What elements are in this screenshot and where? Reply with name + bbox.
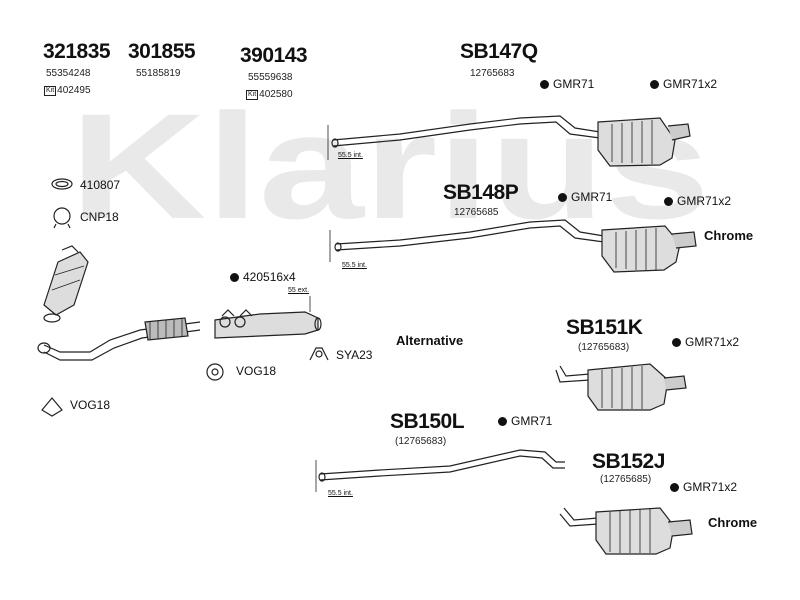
sb150l-pipe xyxy=(315,449,565,492)
oe-number-55559638: 55559638 xyxy=(248,72,293,83)
bolt-kit-420516x4: 420516x4 xyxy=(230,270,296,284)
kit-badge: Kit xyxy=(246,90,259,100)
fitting-gmr71x2: GMR71x2 xyxy=(650,77,717,91)
front-pipe xyxy=(37,317,201,361)
sb148p-silencer xyxy=(601,225,697,273)
vog18-center: VOG18 xyxy=(236,364,277,378)
part-number-sb150l: SB150L xyxy=(390,410,465,433)
bullet-icon xyxy=(664,197,673,206)
fitting-gmr71x2: GMR71x2 xyxy=(664,194,731,208)
fitting-gmr71x2: GMR71x2 xyxy=(670,480,737,494)
part-number-sb151k: SB151K xyxy=(566,316,643,339)
bullet-icon xyxy=(650,80,659,89)
alternative-label: Alternative xyxy=(396,333,464,348)
vog18-center-drawing xyxy=(206,363,224,381)
fitting-gmr71: GMR71 xyxy=(498,414,552,428)
clamp-cnp18: CNP18 xyxy=(80,210,119,224)
vog18-left: VOG18 xyxy=(70,398,111,412)
fitting-label: GMR71 xyxy=(553,77,595,91)
kit-number: 402580 xyxy=(259,89,293,100)
oe-number-sb152j: (12765685) xyxy=(600,474,652,485)
bullet-icon xyxy=(670,483,679,492)
kit-badge: Kit xyxy=(44,86,57,96)
fitting-gmr71: GMR71 xyxy=(558,190,612,204)
kit-number: 402495 xyxy=(57,85,91,96)
oe-number-sb147q: 12765683 xyxy=(470,68,515,79)
pipe-size-sb147q: 55.5 int. xyxy=(338,152,363,159)
part-number-sb152j: SB152J xyxy=(592,450,665,473)
part-number-390143: 390143 xyxy=(240,44,308,67)
pipe-size-sb150l: 55.5 int. xyxy=(328,490,353,497)
finish-chrome-sb152j: Chrome xyxy=(708,515,758,530)
oe-number-sb148p: 12765685 xyxy=(454,207,499,218)
clamp-cnp18-drawing xyxy=(53,207,71,229)
sb152j-part xyxy=(559,507,693,555)
sb148p-pipe xyxy=(329,219,605,262)
fitting-label: GMR71x2 xyxy=(677,194,732,208)
clamp-group-drawing xyxy=(219,316,246,328)
fitting-gmr71: GMR71 xyxy=(540,77,594,91)
pipe-size-sb148p: 55.5 int. xyxy=(342,262,367,269)
vog18-left-drawing xyxy=(41,397,63,417)
fitting-label: GMR71x2 xyxy=(683,480,738,494)
fitting-label: GMR71 xyxy=(571,190,613,204)
part-number-301855: 301855 xyxy=(128,40,196,63)
bullet-icon xyxy=(498,417,507,426)
bullet-icon xyxy=(558,193,567,202)
part-number-sb148p: SB148P xyxy=(443,181,519,204)
watermark-text: Klarius xyxy=(70,82,710,250)
bullet-icon xyxy=(540,80,549,89)
ring-410807-drawing xyxy=(51,178,73,190)
bullet-icon xyxy=(672,338,681,347)
sya23: SYA23 xyxy=(336,348,373,362)
oe-number-55185819: 55185819 xyxy=(136,68,181,79)
fitting-label: GMR71 xyxy=(511,414,553,428)
sb147q-pipe xyxy=(327,115,601,160)
ring-410807: 410807 xyxy=(80,178,121,192)
oe-number-55354248: 55354248 xyxy=(46,68,91,79)
fitting-label: GMR71x2 xyxy=(685,335,740,349)
fitting-gmr71x2: GMR71x2 xyxy=(672,335,739,349)
pipe-ext-55: 55 ext. xyxy=(288,287,310,294)
bullet-icon xyxy=(230,273,239,282)
oe-number-sb150l: (12765683) xyxy=(395,436,447,447)
finish-chrome-sb148p: Chrome xyxy=(704,228,754,243)
catalyst xyxy=(43,245,89,323)
centre-section xyxy=(214,296,322,339)
part-number-sb147q: SB147Q xyxy=(460,40,538,63)
fitting-label: 420516x4 xyxy=(243,270,296,284)
sb151k-part xyxy=(555,363,687,411)
sya23-drawing xyxy=(309,347,329,361)
fitting-label: GMR71x2 xyxy=(663,77,718,91)
sb147q-silencer xyxy=(597,117,691,167)
oe-number-sb151k: (12765683) xyxy=(578,342,630,353)
part-number-321835: 321835 xyxy=(43,40,111,63)
